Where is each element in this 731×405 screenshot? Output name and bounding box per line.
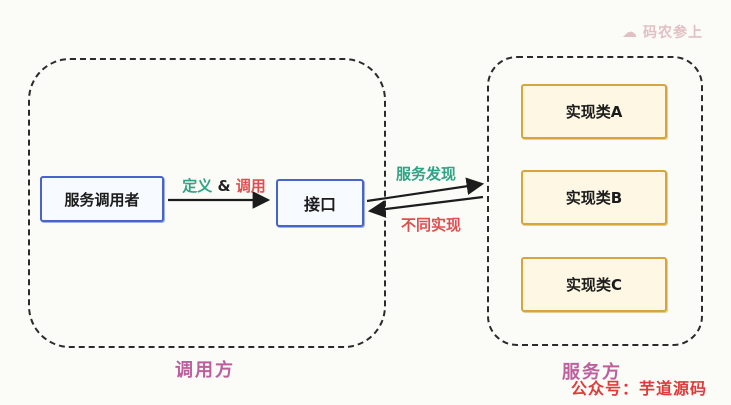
- edge-define-text: 定义: [182, 177, 213, 195]
- node-interface: 接口: [276, 179, 364, 227]
- cloud-icon: ☁: [622, 23, 638, 41]
- edge-label-different-impl: 不同实现: [401, 216, 462, 234]
- caller-region-caption: 调用方: [175, 360, 235, 381]
- provider-region-caption: 服务方: [562, 362, 622, 383]
- node-impl-b-label: 实现类B: [565, 189, 623, 207]
- footer-credit: 公众号：芋道源码: [570, 379, 707, 398]
- node-impl-a-label: 实现类A: [565, 103, 623, 121]
- watermark-text: 码农参上: [643, 25, 703, 41]
- node-impl-c-label: 实现类C: [565, 276, 622, 294]
- node-impl-a: 实现类A: [521, 84, 667, 139]
- node-service-caller-label: 服务调用者: [64, 190, 140, 209]
- node-impl-b: 实现类B: [521, 170, 667, 225]
- edge-invoke-text: 调用: [235, 177, 266, 195]
- node-impl-c: 实现类C: [521, 257, 667, 312]
- edge-ampersand-text: &: [212, 177, 236, 195]
- node-service-caller: 服务调用者: [40, 176, 164, 222]
- edge-label-service-discovery: 服务发现: [396, 165, 457, 183]
- watermark: ☁ 码农参上: [622, 22, 703, 42]
- edge-label-define-invoke: 定义 & 调用: [173, 175, 275, 196]
- node-interface-label: 接口: [303, 195, 336, 214]
- provider-region-box: [487, 56, 703, 346]
- arrow-different-impl: [367, 195, 484, 218]
